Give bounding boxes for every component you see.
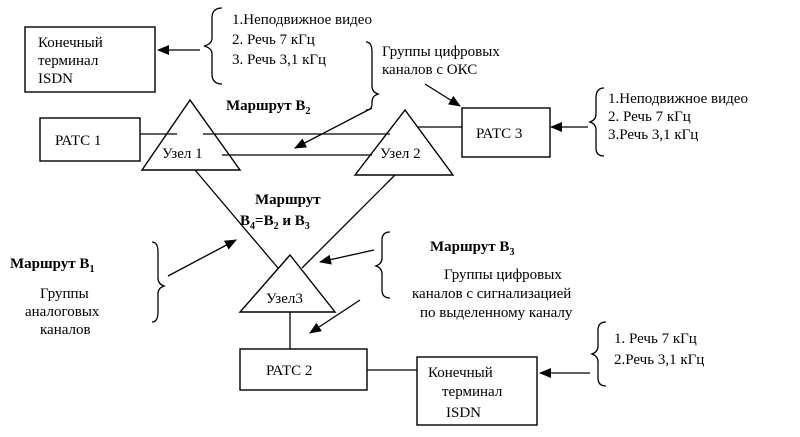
- terminal-bottom-line3: ISDN: [446, 405, 481, 421]
- digital-line2: каналов с сигнализацией: [412, 286, 571, 302]
- digital-line3: по выделенному каналу: [420, 305, 573, 321]
- uzel1-triangle: [140, 98, 242, 171]
- ratc1-label: РАТС 1: [55, 133, 101, 149]
- terminal-top-line3: ISDN: [38, 71, 73, 87]
- link-uzel2-uzel3: [301, 174, 396, 269]
- services-right-1: 1.Неподвижное видео: [608, 91, 748, 107]
- brace-digital: [373, 231, 391, 299]
- arrow-ocs-to-ratc3: [424, 83, 461, 107]
- arrow-ocs-to-trunk: [294, 107, 373, 149]
- uzel2-triangle: [353, 108, 455, 176]
- uzel2-label: Узел 2: [380, 146, 421, 162]
- arrow-digital-to-link: [309, 299, 361, 334]
- brace-ocs: [365, 41, 381, 111]
- uzel3-triangle: [238, 253, 337, 313]
- terminal-isdn-bottom-box: [416, 356, 538, 426]
- terminal-bottom-line1: Конечный: [428, 365, 493, 381]
- ratc2-label: РАТС 2: [266, 363, 312, 379]
- services-top-3: 3. Речь 3,1 кГц: [232, 52, 326, 68]
- services-right-2: 2. Речь 7 кГц: [608, 109, 691, 125]
- services-top-1: 1.Неподвижное видео: [232, 12, 372, 28]
- ocs-line2: каналов с ОКС: [382, 62, 477, 78]
- arrow-b1-to-link: [167, 239, 237, 277]
- services-right-3: 3.Речь 3,1 кГц: [608, 127, 698, 143]
- route-b4-line1: Маршрут: [255, 192, 321, 208]
- brace-right-services: [587, 87, 605, 157]
- route-b1-label: Маршрут В1: [10, 256, 94, 275]
- brace-top-services: [203, 7, 223, 85]
- route-b2-label: Маршрут В2: [226, 98, 310, 117]
- digital-line1: Группы цифровых: [444, 267, 562, 283]
- ocs-line1: Группы цифровых: [382, 44, 500, 60]
- terminal-isdn-top-box: [24, 26, 156, 93]
- link-uzel1-uzel3: [194, 169, 279, 269]
- services-bottom-2: 2.Речь 3,1 кГц: [614, 352, 704, 368]
- terminal-top-line2: терминал: [38, 53, 99, 69]
- uzel3-label: Узел3: [266, 291, 303, 307]
- route-b3-label: Маршрут В3: [430, 239, 514, 258]
- uzel1-label: Узел 1: [162, 146, 203, 162]
- services-bottom-1: 1. Речь 7 кГц: [614, 331, 697, 347]
- services-top-2: 2. Речь 7 кГц: [232, 32, 315, 48]
- brace-bottom-services: [589, 321, 607, 387]
- arrow-b3-to-link: [319, 249, 375, 265]
- terminal-bottom-line2: терминал: [442, 384, 503, 400]
- ratc3-box: [461, 107, 551, 158]
- analog-line3: каналов: [40, 322, 91, 338]
- brace-analog: [151, 241, 167, 323]
- analog-line1: Группы: [40, 286, 89, 302]
- ratc1-box: [39, 117, 141, 162]
- route-b4-line2: В4=В2 и В3: [240, 213, 310, 232]
- terminal-top-line1: Конечный: [38, 35, 103, 51]
- analog-line2: аналоговых: [25, 304, 100, 320]
- ratc3-label: РАТС 3: [476, 126, 522, 142]
